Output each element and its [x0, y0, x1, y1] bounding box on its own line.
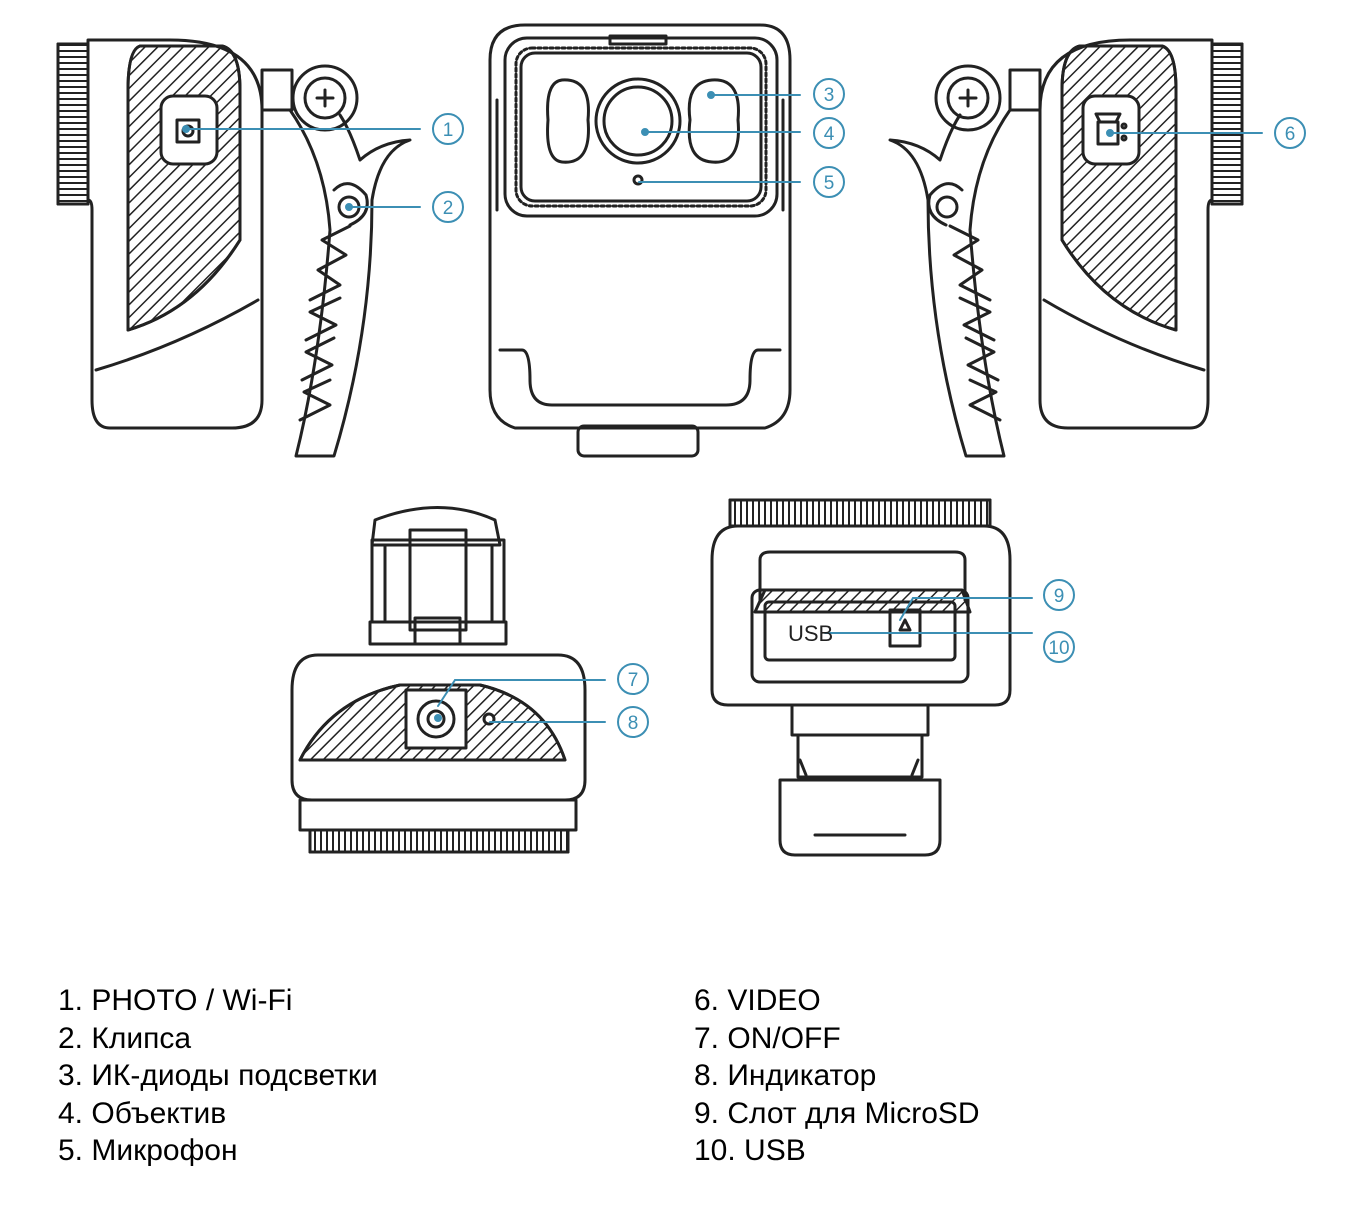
legend-item-photo-wifi: 1. PHOTO / Wi-Fi — [58, 984, 293, 1017]
svg-text:7: 7 — [628, 670, 639, 691]
callout-10: 10 — [1043, 631, 1075, 663]
callout-dots — [182, 91, 1114, 722]
svg-text:2: 2 — [443, 198, 454, 219]
legend-item-lens: 4. Объектив — [58, 1096, 227, 1130]
usb-port-label: USB — [788, 621, 833, 646]
legend-item-ir-leds: 3. ИК-диоды подсветки — [58, 1059, 378, 1092]
side-view-left — [56, 38, 412, 458]
callout-lines — [185, 94, 1263, 723]
bottom-view — [290, 506, 587, 854]
callout-8: 8 — [617, 706, 649, 738]
callout-6: 6 — [1274, 117, 1306, 149]
callout-2: 2 — [432, 191, 464, 223]
svg-text:10: 10 — [1048, 638, 1069, 659]
svg-text:8: 8 — [628, 713, 639, 734]
svg-text:4: 4 — [824, 124, 835, 145]
svg-text:9: 9 — [1054, 586, 1065, 607]
legend-left-column: 1. PHOTO / Wi-Fi 2. Клипса 3. ИК-диоды п… — [58, 982, 378, 1170]
svg-text:1: 1 — [443, 120, 454, 141]
legend-item-microsd-slot: 9. Слот для MicroSD — [694, 1096, 980, 1130]
svg-text:5: 5 — [824, 173, 835, 194]
callout-1: 1 — [432, 113, 464, 145]
callout-9: 9 — [1043, 579, 1075, 611]
top-view — [710, 498, 1012, 857]
legend-item-usb: 10. USB — [694, 1134, 806, 1167]
legend-item-indicator: 8. Индикатор — [694, 1059, 877, 1092]
side-view-right — [888, 38, 1244, 458]
front-view — [488, 23, 792, 458]
callout-3: 3 — [813, 78, 845, 110]
callout-7: 7 — [617, 663, 649, 695]
legend-right-column: 6. VIDEO 7. ON/OFF 8. Индикатор 9. Слот … — [694, 982, 980, 1170]
svg-text:3: 3 — [824, 85, 835, 106]
svg-text:6: 6 — [1285, 124, 1296, 145]
legend-item-video: 6. VIDEO — [694, 984, 821, 1017]
legend-item-clip: 2. Клипса — [58, 1021, 192, 1055]
camera-diagram: USB 1 2 3 4 5 6 7 — [56, 23, 1306, 857]
callout-5: 5 — [813, 166, 845, 198]
legend-item-on-off: 7. ON/OFF — [694, 1021, 841, 1055]
callout-4: 4 — [813, 117, 845, 149]
legend-item-microphone: 5. Микрофон — [58, 1134, 238, 1167]
